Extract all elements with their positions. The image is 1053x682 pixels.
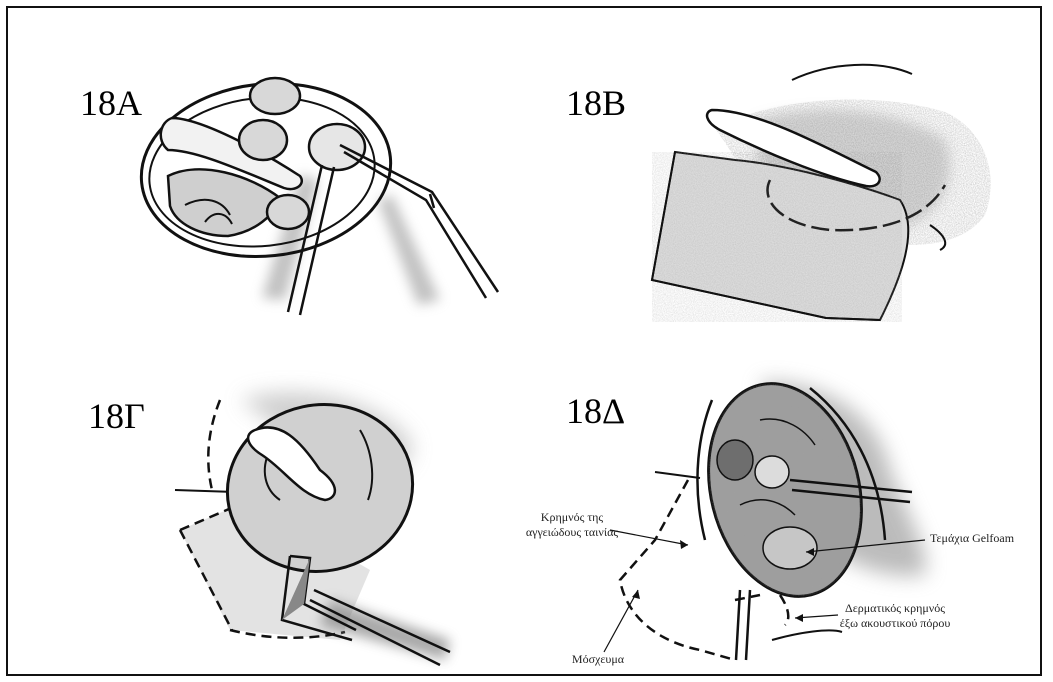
panel-18b-drawing — [652, 65, 991, 322]
panel-18b-top-arc — [792, 65, 912, 80]
annotation-flap-tape-line2: αγγειώδους ταινίας — [518, 525, 626, 540]
panel-18a-drawing — [133, 71, 498, 315]
annotation-skin-flap-line1: Δερματικός κρημνός — [836, 601, 954, 616]
panel-label-18g: 18Γ — [88, 398, 145, 434]
annotation-graft: Μόσχευμα — [563, 652, 633, 667]
panel-18d-gelfoam-3 — [763, 527, 817, 569]
panel-18g-forceps-shadow — [320, 600, 450, 660]
panel-18d-gelfoam-2 — [755, 456, 789, 488]
panel-18a-gelfoam-2 — [239, 120, 287, 160]
panel-18d-skin-line — [655, 472, 700, 478]
panel-18a-gelfoam-4 — [267, 195, 309, 229]
panel-label-18b: 18B — [566, 85, 626, 121]
panel-18a-gelfoam-3 — [309, 124, 365, 170]
panel-18a-gelfoam-1 — [250, 78, 300, 114]
panel-label-18a: 18A — [80, 85, 142, 121]
panel-18a-forceps-shadow — [378, 195, 440, 305]
annotation-flap-tape: Κρημνός της αγγειώδους ταινίας — [518, 510, 626, 540]
panel-18d-gelfoam-1 — [717, 440, 753, 480]
annotation-skin-flap-line2: έξω ακουστικού πόρου — [836, 616, 954, 631]
annotation-gelfoam: Τεμάχια Gelfoam — [930, 531, 1014, 546]
arrow-graft — [604, 590, 638, 652]
annotation-skin-flap: Δερματικός κρημνός έξω ακουστικού πόρου — [836, 601, 954, 631]
panel-label-18d: 18Δ — [566, 393, 625, 429]
panel-18g-canal-line — [208, 400, 220, 490]
panel-18g-drawing — [175, 387, 450, 665]
annotation-flap-tape-line1: Κρημνός της — [518, 510, 626, 525]
